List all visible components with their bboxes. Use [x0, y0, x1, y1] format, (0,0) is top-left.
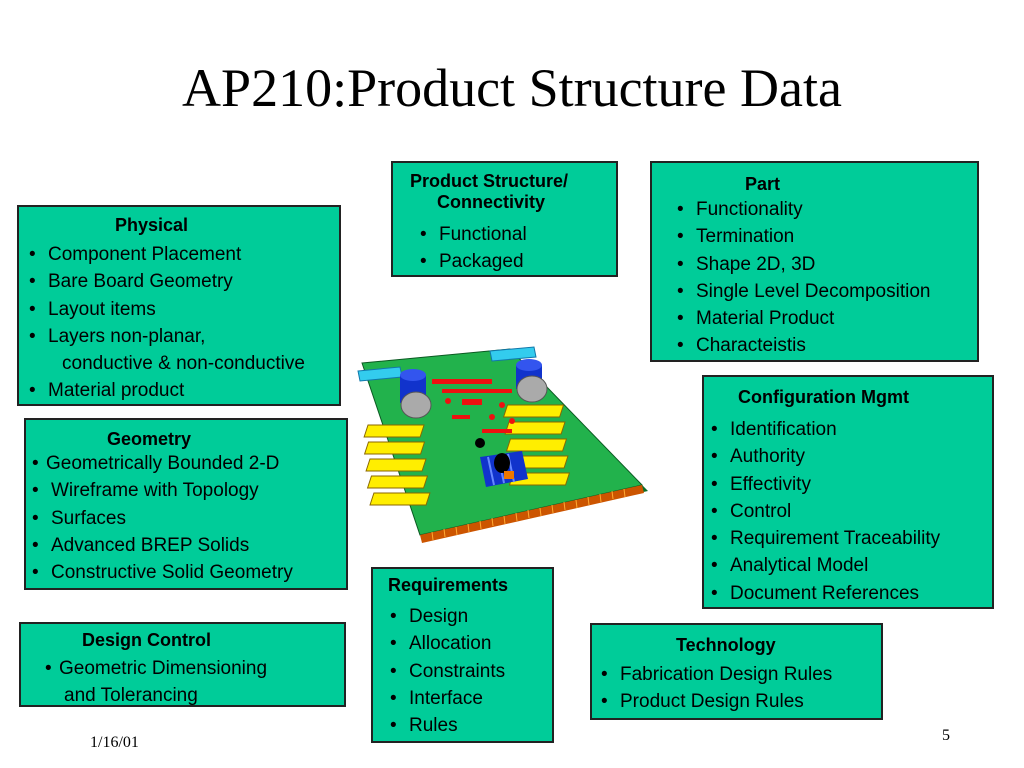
list-item: •Material product: [29, 380, 185, 402]
geometry-heading: Geometry: [107, 429, 192, 449]
list-item: •Wireframe with Topology: [32, 480, 259, 502]
list-item: •Layers non-planar,: [29, 325, 206, 347]
list-item: •Functionality: [677, 199, 803, 220]
list-item: •Geometrically Bounded 2-D: [32, 453, 280, 474]
slide-title: AP210:Product Structure Data: [182, 58, 842, 118]
design-control-list: •Geometric Dimensioning and Tolerancing: [45, 655, 267, 710]
requirements-heading: Requirements: [388, 575, 509, 595]
capacitor-right: [516, 359, 548, 403]
list-item: •Characteistis: [677, 335, 806, 357]
geometry-box: Geometry •Geometrically Bounded 2-D •Wir…: [24, 418, 348, 590]
slide-date: 1/16/01: [90, 734, 139, 751]
list-item: •Fabrication Design Rules: [601, 664, 833, 685]
part-box: Part •Functionality •Termination •Shape …: [650, 161, 979, 362]
design-control-heading: Design Control: [82, 630, 211, 650]
list-item: •Surfaces: [32, 507, 126, 529]
list-item: •Analytical Model: [711, 555, 869, 577]
list-item: •Bare Board Geometry: [29, 271, 233, 293]
list-item: •Shape 2D, 3D: [677, 253, 816, 275]
list-item: •Interface: [390, 687, 483, 709]
list-item: •Single Level Decomposition: [677, 280, 931, 302]
configuration-mgmt-list: •Identification •Authority •Effectivity …: [711, 416, 940, 607]
part-heading: Part: [745, 174, 781, 194]
requirements-list: •Design •Allocation •Constraints •Interf…: [390, 603, 505, 739]
list-item: •Termination: [677, 226, 795, 248]
technology-list: •Fabrication Design Rules •Product Desig…: [601, 661, 832, 716]
list-item: and Tolerancing: [64, 685, 198, 707]
configuration-mgmt-box: Configuration Mgmt •Identification •Auth…: [702, 375, 994, 609]
list-item: conductive & non-conductive: [62, 353, 305, 375]
product-structure-list: •Functional •Packaged: [420, 221, 527, 276]
list-item: •Identification: [711, 419, 837, 440]
physical-box: Physical •Component Placement •Bare Boar…: [17, 205, 341, 406]
list-item: •Functional: [420, 224, 527, 245]
product-structure-heading: Product Structure/ Connectivity: [410, 171, 569, 212]
module-column-left: [363, 424, 431, 506]
list-item: •Design: [390, 606, 469, 627]
product-structure-box: Product Structure/ Connectivity •Functio…: [391, 161, 618, 277]
list-item: •Constraints: [390, 660, 506, 682]
list-item: •Material Product: [677, 308, 835, 330]
list-item: •Layout items: [29, 298, 156, 320]
requirements-box: Requirements •Design •Allocation •Constr…: [371, 567, 554, 743]
list-item: •Control: [711, 500, 792, 522]
configuration-mgmt-heading: Configuration Mgmt: [738, 387, 909, 407]
physical-heading: Physical: [115, 215, 189, 235]
list-item: •Allocation: [390, 633, 492, 655]
geometry-list: •Geometrically Bounded 2-D •Wireframe wi…: [32, 450, 293, 586]
list-item: •Packaged: [420, 251, 524, 273]
list-item: •Component Placement: [29, 244, 242, 265]
list-item: •Authority: [711, 446, 805, 468]
page-number: 5: [942, 727, 950, 744]
capacitor-left: [400, 369, 432, 419]
top-connector-right: [489, 346, 537, 362]
black-component: [475, 438, 485, 448]
red-components: [432, 379, 515, 433]
list-item: •Rules: [390, 715, 458, 737]
technology-box: Technology •Fabrication Design Rules •Pr…: [590, 623, 883, 720]
technology-heading: Technology: [676, 635, 776, 655]
part-list: •Functionality •Termination •Shape 2D, 3…: [677, 196, 930, 360]
heatsink: [480, 451, 528, 487]
circuit-board-icon: [357, 346, 648, 543]
list-item: •Requirement Traceability: [711, 528, 941, 550]
list-item: •Effectivity: [711, 473, 811, 495]
physical-list: •Component Placement •Bare Board Geometr…: [29, 241, 305, 405]
list-item: •Product Design Rules: [601, 691, 804, 713]
list-item: •Advanced BREP Solids: [32, 534, 250, 556]
connector-pins: [431, 488, 626, 541]
list-item: •Constructive Solid Geometry: [32, 562, 293, 584]
list-item: •Document References: [711, 582, 920, 604]
list-item: •Geometric Dimensioning: [45, 658, 268, 679]
design-control-box: Design Control •Geometric Dimensioning a…: [19, 622, 346, 707]
